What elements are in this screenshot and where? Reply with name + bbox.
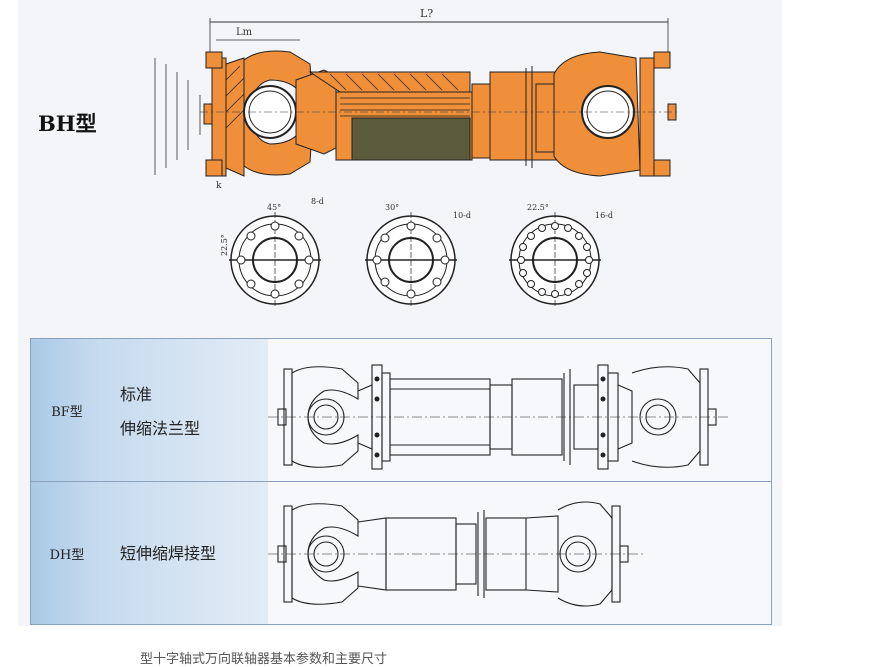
- type-drawing-cell: [268, 481, 772, 625]
- caption: 型十字轴式万向联轴器基本参数和主要尺寸: [140, 652, 388, 667]
- desc-line: 短伸缩焊接型: [120, 544, 217, 563]
- flange-16-holes: 22.5° 16-d: [509, 203, 613, 308]
- svg-text:30°: 30°: [385, 203, 399, 212]
- bh-coupling-drawing: L? Lm k: [154, 7, 680, 191]
- desc-line: 伸缩法兰型: [120, 419, 201, 438]
- flange-8-holes: 22.5° 45° 8-d: [220, 197, 324, 308]
- svg-text:45°: 45°: [267, 203, 281, 212]
- svg-text:16-d: 16-d: [595, 211, 613, 220]
- type-desc-cell: 标准 伸缩法兰型: [102, 338, 269, 482]
- svg-text:22.5°: 22.5°: [527, 203, 549, 212]
- k-label: k: [216, 181, 222, 191]
- type-table: BF型 标准 伸缩法兰型: [30, 338, 772, 625]
- type-desc-cell: 短伸缩焊接型: [102, 481, 269, 625]
- desc-line: 标准: [120, 385, 153, 404]
- dh-coupling-drawing: [268, 501, 644, 607]
- svg-text:10-d: 10-d: [453, 211, 471, 220]
- table-row: BF型 标准 伸缩法兰型: [30, 338, 772, 482]
- svg-text:8-d: 8-d: [311, 197, 324, 206]
- type-code-cell: DH型: [30, 481, 104, 625]
- type-drawing-cell: [268, 338, 772, 482]
- type-code-cell: BF型: [30, 338, 104, 482]
- flange-10-holes: 30° 10-d: [365, 203, 471, 308]
- svg-text:22.5°: 22.5°: [220, 234, 229, 256]
- bf-coupling-drawing: [268, 364, 728, 470]
- lm-label: Lm: [236, 27, 253, 38]
- l2-label: L?: [420, 7, 433, 20]
- flange-end-views: 22.5° 45° 8-d 30° 10-d: [220, 197, 613, 308]
- type-title: BH型: [38, 111, 97, 136]
- table-row: DH型 短伸缩焊接型: [30, 481, 772, 625]
